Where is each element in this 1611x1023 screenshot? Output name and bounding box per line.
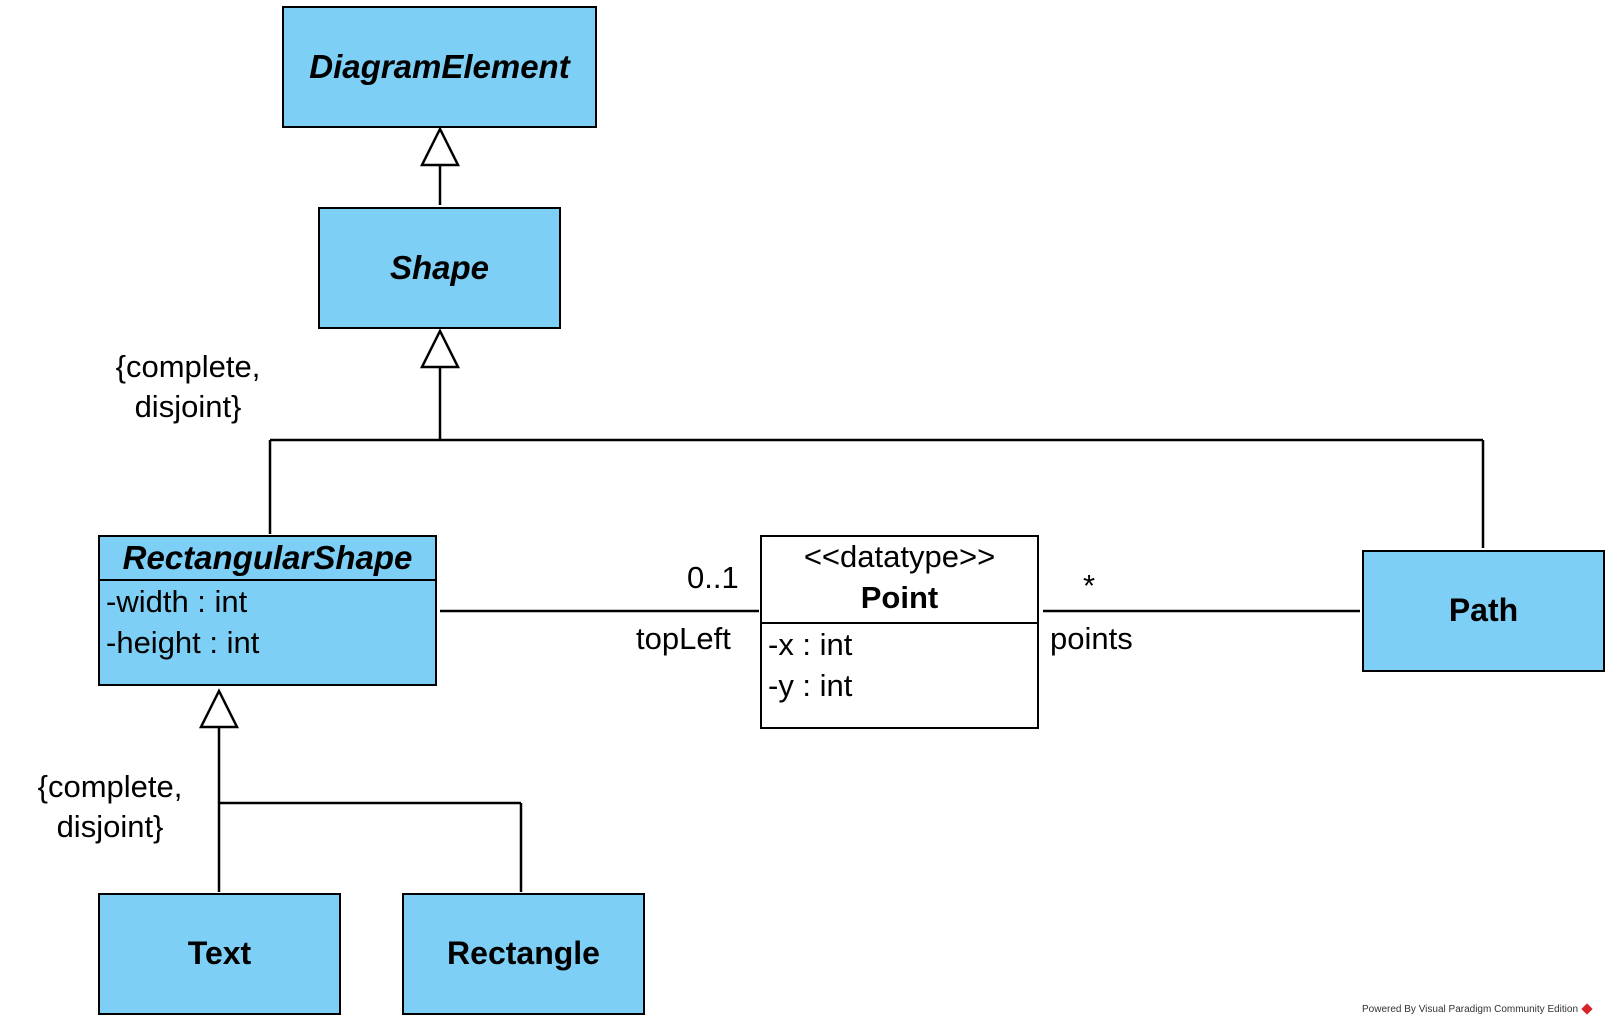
attribute: -width : int (106, 584, 248, 619)
class-name: Path (1448, 592, 1519, 628)
attribute-compartment: -x : int -y : int (762, 622, 1037, 727)
class-rectangle[interactable]: Rectangle (402, 893, 645, 1015)
class-name: DiagramElement (309, 48, 570, 85)
constraint-line: disjoint} (134, 389, 242, 424)
attribute: -y : int (768, 668, 853, 703)
class-name: Rectangle (447, 935, 600, 971)
multiplicity-label: 0..1 (687, 560, 739, 595)
class-rectangularshape[interactable]: RectangularShape -width : int -height : … (98, 535, 437, 686)
generalization-arrowhead (198, 688, 240, 729)
class-text[interactable]: Text (98, 893, 341, 1015)
attribute-compartment: -width : int -height : int (100, 579, 435, 684)
generalization-arrowhead (419, 126, 461, 167)
class-name: Text (187, 935, 252, 971)
generalization-constraint: {complete, disjoint} (98, 347, 278, 427)
watermark: Powered By Visual Paradigm Community Edi… (1362, 1003, 1593, 1016)
visual-paradigm-logo-icon (1581, 1003, 1593, 1016)
class-diagramelement[interactable]: DiagramElement (282, 6, 597, 128)
constraint-line: {complete, (37, 769, 183, 804)
role-label: topLeft (636, 621, 731, 656)
generalization-constraint: {complete, disjoint} (20, 767, 200, 847)
watermark-text: Powered By Visual Paradigm Community Edi… (1362, 1004, 1579, 1015)
class-name: Shape (389, 249, 490, 286)
class-stereotype: <<datatype>> (803, 539, 996, 574)
role-label: points (1050, 621, 1133, 656)
attribute: -height : int (106, 625, 260, 660)
class-name: Point (860, 580, 939, 615)
class-shape[interactable]: Shape (318, 207, 561, 329)
class-path[interactable]: Path (1362, 550, 1605, 672)
constraint-line: {complete, (115, 349, 261, 384)
class-point[interactable]: <<datatype>> Point -x : int -y : int (760, 535, 1039, 729)
generalization-arrowhead (419, 328, 461, 369)
class-name: RectangularShape (122, 539, 413, 576)
multiplicity-label: * (1083, 568, 1096, 603)
attribute: -x : int (768, 627, 853, 662)
constraint-line: disjoint} (56, 809, 164, 844)
